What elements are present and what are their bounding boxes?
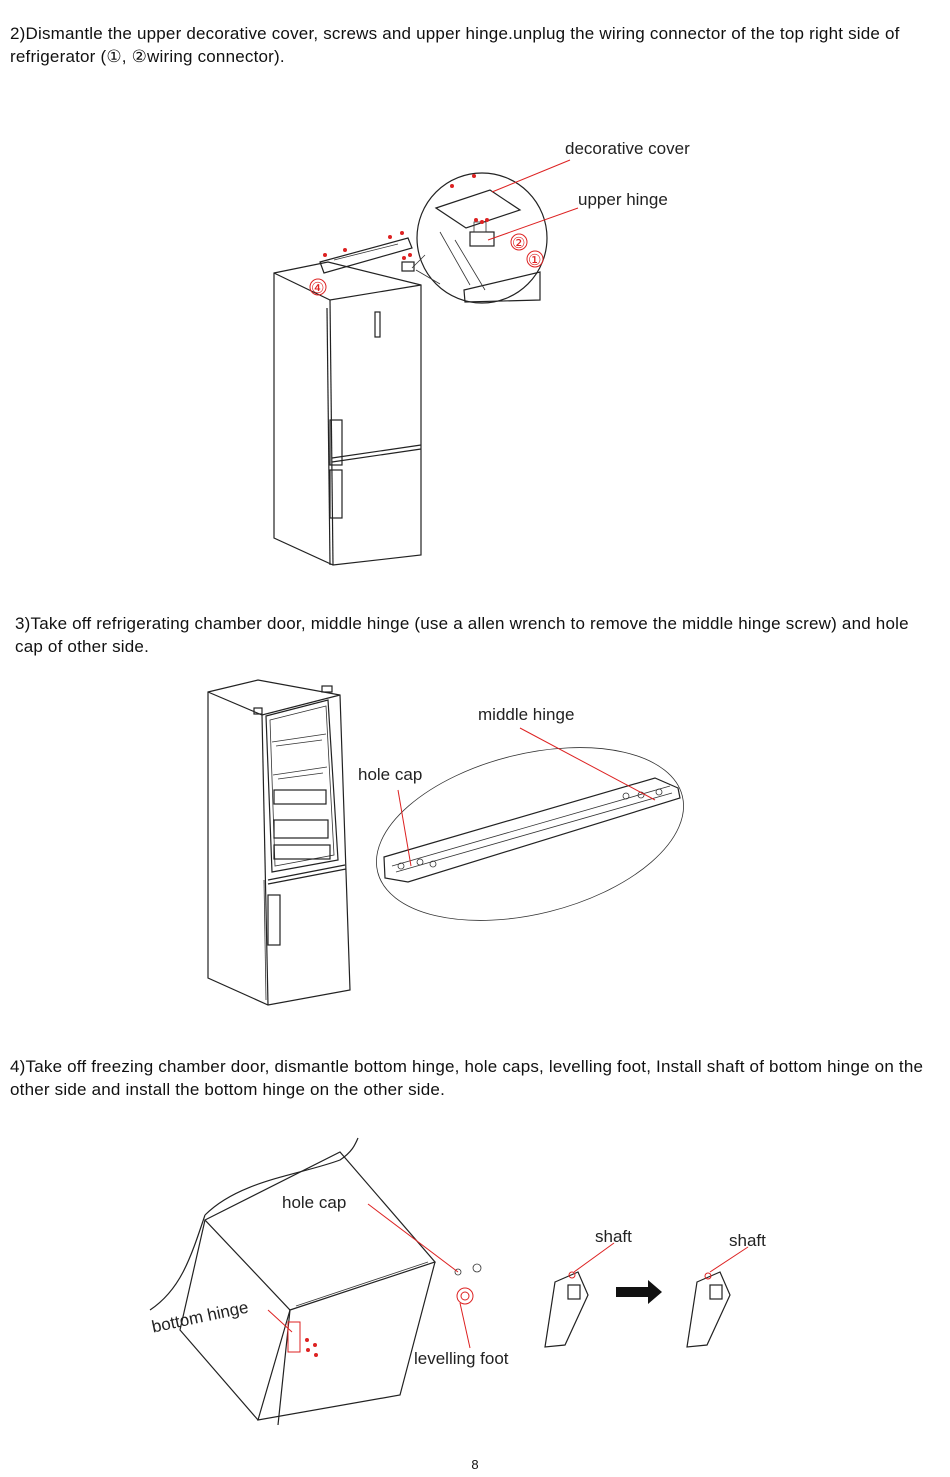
marker-4: ④ (311, 280, 324, 297)
label-shaft-right: shaft (729, 1231, 766, 1250)
label-hole-cap-bottom: hole cap (282, 1193, 347, 1212)
step-3-instruction: 3)Take off refrigerating chamber door, m… (15, 614, 909, 656)
label-upper-hinge: upper hinge (578, 190, 668, 209)
step-4-instruction: 4)Take off freezing chamber door, disman… (10, 1057, 924, 1099)
label-shaft-left: shaft (595, 1227, 632, 1246)
label-levelling-foot: levelling foot (414, 1349, 509, 1368)
label-middle-hinge: middle hinge (478, 705, 575, 724)
connector-2-marker: ② (512, 235, 525, 252)
label-decorative-cover: decorative cover (565, 139, 690, 158)
connector-1-marker: ① (528, 252, 541, 269)
label-hole-cap-middle: hole cap (358, 765, 423, 784)
step-2-instruction: 2)Dismantle the upper decorative cover, … (10, 24, 900, 66)
page-number: 8 (471, 1457, 479, 1472)
